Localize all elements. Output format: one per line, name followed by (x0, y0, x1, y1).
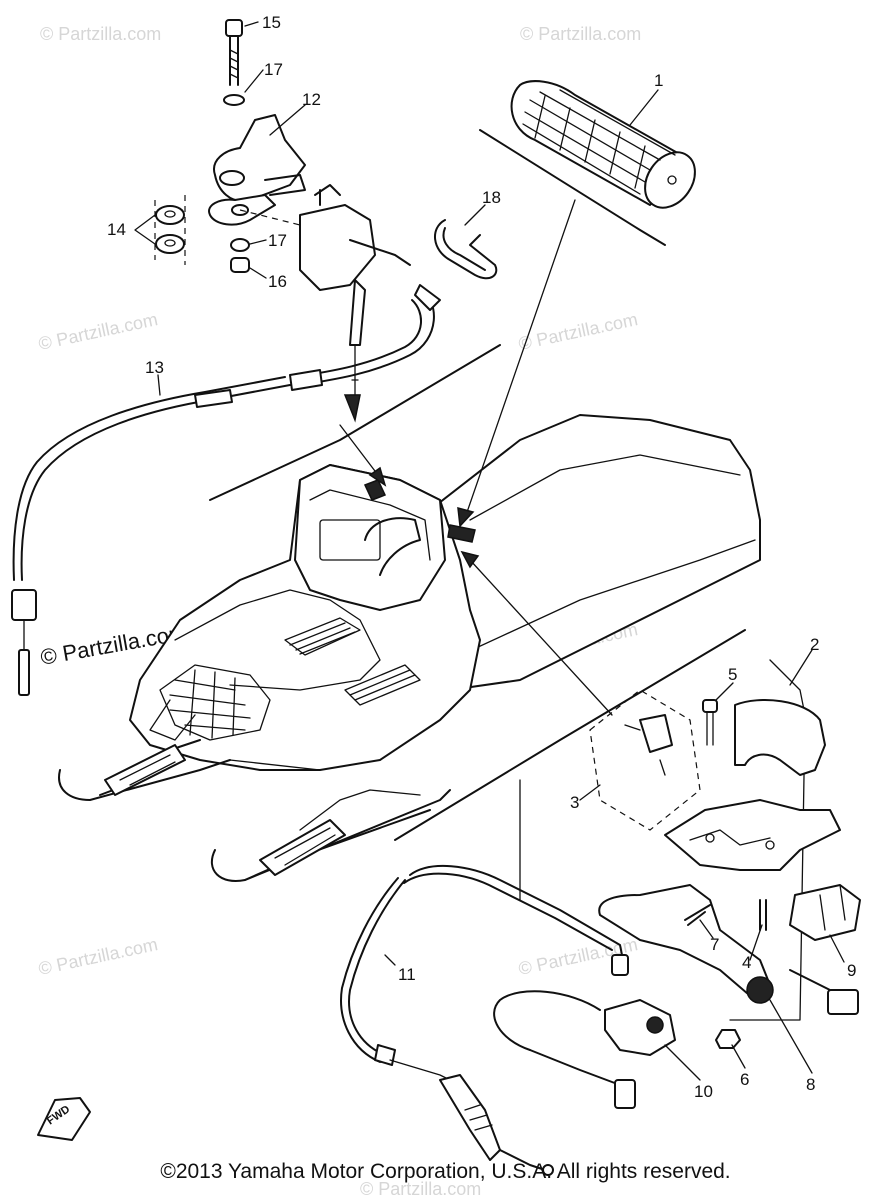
copyright-notice: ©2013 Yamaha Motor Corporation, U.S.A. A… (160, 1160, 731, 1183)
throttle-cable-part (11, 284, 441, 696)
callout-18: 18 (482, 188, 501, 207)
brake-cable-part (340, 864, 629, 1176)
watermark: © Partzilla.com (520, 24, 641, 44)
switch-assembly-part (493, 659, 861, 1109)
callout-9: 9 (847, 961, 856, 980)
callout-15: 15 (262, 13, 281, 32)
callout-12: 12 (302, 90, 321, 109)
guide-lines (209, 199, 746, 841)
callout-leaders (134, 21, 845, 1081)
fwd-arrow-icon: FWD (37, 1097, 91, 1141)
callout-17-bottom: 17 (268, 231, 287, 250)
grip-part (479, 80, 696, 246)
callout-8: 8 (806, 1075, 815, 1094)
callout-10: 10 (694, 1082, 713, 1101)
callout-2: 2 (810, 635, 819, 654)
callout-16: 16 (268, 272, 287, 291)
throttle-housing-part (154, 19, 498, 423)
callout-4: 4 (742, 953, 751, 972)
callout-labels: 1 2 3 4 5 6 7 8 9 10 11 12 13 14 15 16 1… (107, 13, 856, 1101)
watermark: © Partzilla.com (360, 1179, 481, 1199)
watermark: © Partzilla.com (37, 309, 160, 354)
callout-17-top: 17 (264, 60, 283, 79)
callout-5: 5 (728, 665, 737, 684)
snowmobile-body (58, 414, 761, 882)
callout-11: 11 (398, 965, 416, 984)
watermark: © Partzilla.com (37, 934, 160, 979)
callout-6: 6 (740, 1070, 749, 1089)
callout-7: 7 (710, 935, 719, 954)
callout-14: 14 (107, 220, 126, 239)
watermark: © Partzilla.com (40, 24, 161, 44)
callout-13: 13 (145, 358, 164, 377)
callout-3: 3 (570, 793, 579, 812)
callout-1: 1 (654, 71, 663, 90)
